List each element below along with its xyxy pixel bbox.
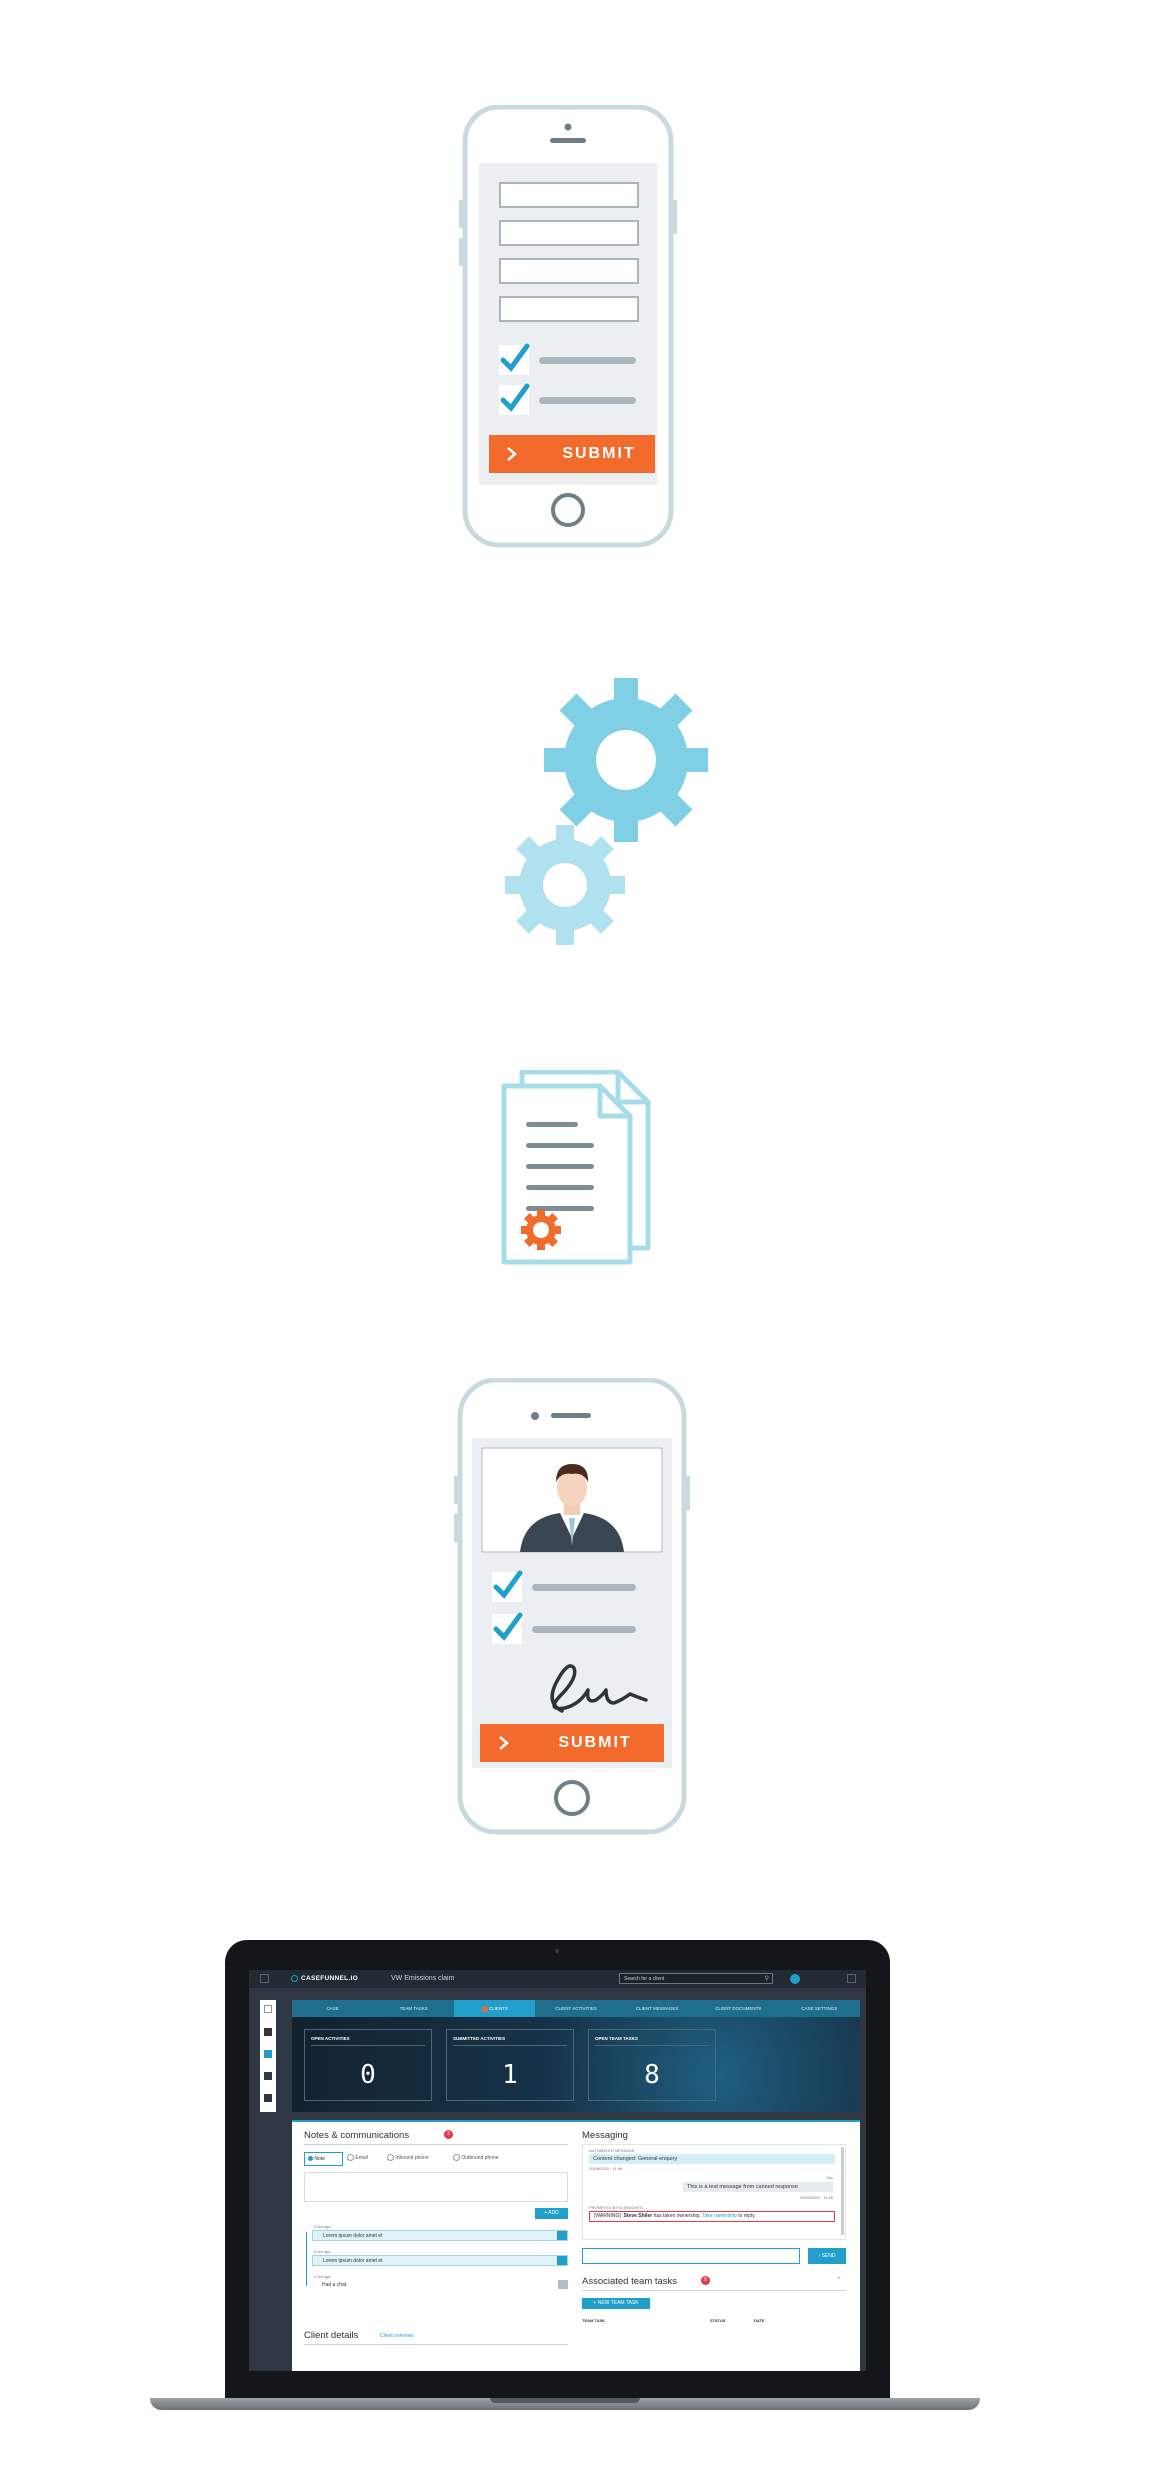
tab-bar: CASE TEAM TASKS CLIENTS CLIENT ACTIVITIE… bbox=[292, 2000, 860, 2017]
stat-open-activities[interactable]: OPEN ACTIVITIES 0 bbox=[304, 2029, 432, 2101]
send-button[interactable]: › SEND bbox=[808, 2248, 846, 2264]
sidebar-item-edit[interactable] bbox=[264, 2072, 272, 2080]
messaging-title: Messaging bbox=[582, 2130, 628, 2141]
case-title: VW Emissions claim bbox=[391, 1975, 455, 1982]
sidebar-item-active[interactable] bbox=[264, 2050, 272, 2058]
thread-scrollbar[interactable] bbox=[841, 2147, 844, 2235]
message-sender: Zac bbox=[826, 2175, 833, 2180]
form-phone: SUBMIT bbox=[455, 104, 695, 550]
side-toolbar bbox=[260, 2000, 276, 2112]
notification-icon[interactable] bbox=[790, 1974, 800, 1984]
signature-phone: SUBMIT bbox=[450, 1377, 700, 1838]
tasks-table-header: TEAM TASK STATUS DATE bbox=[582, 2318, 765, 2323]
app-header: CASEFUNNEL.IO VW Emissions claim Search … bbox=[249, 1970, 866, 1988]
list-item[interactable]: Had a chat bbox=[312, 2280, 568, 2291]
tab-case-settings[interactable]: CASE SETTINGS bbox=[801, 2006, 838, 2011]
list-item[interactable]: Lorem ipsum dolor amet et bbox=[312, 2255, 568, 2266]
message-thread[interactable]: AUTOMATED MESSAGE Content changed: Gener… bbox=[582, 2144, 846, 2240]
tab-client-activities[interactable]: CLIENT ACTIVITIES bbox=[555, 2006, 597, 2011]
sidebar-item-settings[interactable] bbox=[264, 2094, 272, 2102]
app-logo: CASEFUNNEL.IO bbox=[301, 1975, 358, 1982]
note-time: 3 hrs ago bbox=[314, 2249, 331, 2254]
signature-phone-illustration bbox=[454, 1377, 690, 1835]
gears-icon bbox=[505, 675, 715, 950]
tasks-badge: 8 bbox=[701, 2276, 710, 2285]
message-input[interactable] bbox=[582, 2248, 800, 2264]
client-details-title: Client details bbox=[304, 2330, 359, 2341]
search-icon[interactable]: ⚲ bbox=[764, 1976, 769, 1982]
note-type-note[interactable]: Note bbox=[304, 2152, 343, 2166]
tab-client-documents[interactable]: CLIENT DOCUMENTS bbox=[715, 2006, 762, 2011]
large-gear bbox=[544, 678, 708, 842]
search-input[interactable]: Search for a client ⚲ bbox=[619, 1973, 773, 1984]
app-screen: CASEFUNNEL.IO VW Emissions claim Search … bbox=[249, 1970, 866, 2371]
note-time: 2 hrs ago bbox=[314, 2274, 331, 2279]
note-type-selector: Note Email Inbound phone Outbound phone bbox=[304, 2152, 568, 2166]
client-overview-link[interactable]: Client overview bbox=[380, 2333, 414, 2339]
logo-icon bbox=[291, 1975, 298, 1982]
stat-open-team-tasks[interactable]: OPEN TEAM TASKS 8 bbox=[588, 2029, 716, 2101]
expand-icon[interactable] bbox=[847, 1974, 856, 1983]
edit-icon[interactable] bbox=[558, 2280, 568, 2289]
sidebar-item-home[interactable] bbox=[264, 2005, 272, 2013]
sign-submit-button[interactable]: SUBMIT bbox=[558, 1734, 632, 1751]
note-type-inbound-phone[interactable]: Inbound phone bbox=[387, 2152, 449, 2166]
signature-icon bbox=[550, 1664, 648, 1713]
note-type-email[interactable]: Email bbox=[347, 2152, 383, 2166]
businessman-avatar bbox=[520, 1464, 624, 1552]
tab-case[interactable]: CASE bbox=[326, 2006, 339, 2011]
list-item[interactable]: Lorem ipsum dolor amet et bbox=[312, 2230, 568, 2241]
content-area: Notes & communications 2 Note Email Inbo… bbox=[292, 2120, 860, 2371]
certified-documents-icon bbox=[500, 1069, 660, 1270]
clients-tab-icon bbox=[481, 2005, 488, 2012]
edit-icon[interactable] bbox=[557, 2256, 567, 2265]
tasks-title: Associated team tasks bbox=[582, 2276, 678, 2287]
take-ownership-link[interactable]: Take ownership bbox=[702, 2213, 737, 2219]
form-fields bbox=[499, 182, 639, 322]
form-phone-illustration bbox=[459, 104, 677, 548]
collapse-icon[interactable]: ⌃ bbox=[836, 2277, 842, 2284]
tab-team-tasks[interactable]: TEAM TASKS bbox=[399, 2006, 428, 2011]
notes-badge: 2 bbox=[444, 2130, 453, 2139]
laptop: CASEFUNNEL.IO VW Emissions claim Search … bbox=[150, 1940, 980, 2440]
note-time: 2 hrs ago bbox=[314, 2224, 331, 2229]
stats-hero: OPEN ACTIVITIES 0 SUBMITTED ACTIVITIES 1… bbox=[292, 2017, 860, 2112]
seal-icon bbox=[521, 1210, 561, 1250]
tab-clients[interactable]: CLIENTS bbox=[454, 2000, 536, 2017]
reply-message: This is a test message from canned respo… bbox=[683, 2182, 833, 2192]
submit-button[interactable]: SUBMIT bbox=[562, 445, 636, 462]
add-note-button[interactable]: + ADD bbox=[535, 2208, 568, 2219]
note-list: 2 hrs ago Lorem ipsum dolor amet et 3 hr… bbox=[304, 2224, 568, 2314]
ownership-warning: [WARNING]: Steve Shiler has taken owners… bbox=[589, 2211, 835, 2222]
edit-icon[interactable] bbox=[557, 2231, 567, 2240]
tab-client-messages[interactable]: CLIENT MESSAGES bbox=[635, 2006, 679, 2011]
note-textarea[interactable] bbox=[304, 2172, 568, 2202]
new-team-task-button[interactable]: + NEW TEAM TASK bbox=[582, 2298, 650, 2309]
small-gear bbox=[505, 825, 625, 945]
note-type-outbound-phone[interactable]: Outbound phone bbox=[453, 2152, 519, 2166]
menu-icon[interactable] bbox=[260, 1974, 269, 1983]
sidebar-item-list[interactable] bbox=[264, 2028, 272, 2036]
automated-message: Content changed: General enquiry bbox=[589, 2154, 835, 2164]
stat-submitted-activities[interactable]: SUBMITTED ACTIVITIES 1 bbox=[446, 2029, 574, 2101]
notes-title: Notes & communications bbox=[304, 2130, 410, 2141]
